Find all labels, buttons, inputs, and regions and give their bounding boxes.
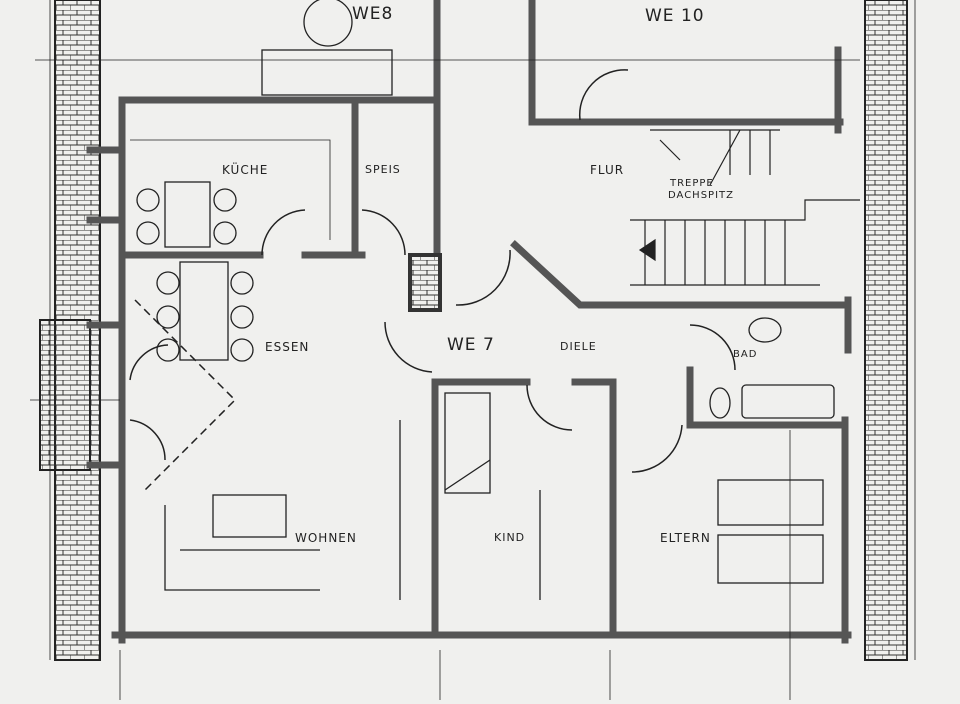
stair-label-line2: DACHSPITZ [668, 190, 734, 201]
apartment-label-we7: WE 7 [447, 335, 495, 355]
outer-brick-walls [39, 0, 908, 661]
walls [86, 0, 852, 644]
stairs [630, 129, 860, 286]
room-label-diele: DIELE [560, 340, 597, 353]
room-label-kind: KIND [494, 531, 526, 544]
room-label-kueche: KÜCHE [222, 163, 269, 177]
room-label-essen: ESSEN [265, 340, 310, 354]
room-label-we10: WE 10 [645, 6, 705, 26]
room-label-we8: WE8 [352, 4, 394, 24]
room-label-eltern: ELTERN [660, 531, 711, 545]
room-label-speis: SPEIS [365, 163, 401, 176]
room-label-bad: BAD [733, 349, 758, 360]
furniture [136, 0, 835, 600]
stair-label-line1: TREPPE [670, 178, 714, 189]
doors [129, 69, 736, 491]
dimension-lines [30, 0, 916, 700]
chimney [408, 253, 442, 312]
room-label-wohnen: WOHNEN [295, 531, 357, 545]
room-label-flur: FLUR [590, 163, 625, 177]
